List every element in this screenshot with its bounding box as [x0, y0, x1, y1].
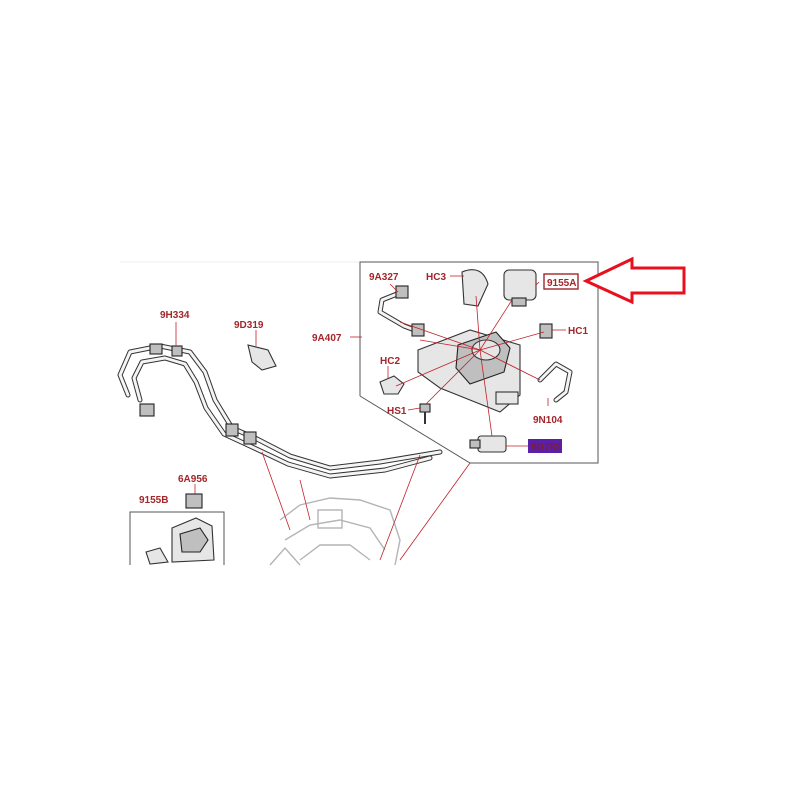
highlight-9g782	[528, 439, 562, 453]
label-9a407: 9A407	[312, 333, 342, 344]
label-9d319: 9D319	[234, 320, 264, 331]
pipe-clip	[171, 345, 183, 357]
bracket-9d319	[247, 344, 277, 371]
pipe-clip	[243, 431, 257, 445]
inset-frame	[359, 261, 599, 464]
arrow-left-icon	[582, 256, 686, 305]
vehicle-underbody-sketch	[269, 497, 401, 566]
part-labels: 9H334 9D319 9A407 9A327 HC3 HC2 HS1 HC1 …	[139, 272, 588, 506]
label-9n104: 9N104	[533, 415, 563, 426]
box-9155a	[543, 273, 579, 290]
fuel-pipe-assembly	[117, 343, 443, 479]
label-6a956: 6A956	[178, 474, 208, 485]
label-hs1: HS1	[387, 406, 407, 417]
label-hc2: HC2	[380, 356, 400, 367]
label-9g782: 9G782	[531, 442, 561, 453]
label-hc1: HC1	[568, 326, 588, 337]
inset-frame-9155b	[129, 511, 225, 565]
label-hc3: HC3	[426, 272, 446, 283]
connector-6a956	[185, 493, 203, 509]
leader-lines	[175, 275, 566, 561]
label-9a327: 9A327	[369, 272, 399, 283]
pipe-clip	[149, 343, 163, 355]
label-9155b: 9155B	[139, 495, 168, 506]
label-9h334: 9H334	[160, 310, 190, 321]
pump-assembly-9155b	[145, 493, 215, 565]
label-9155a: 9155A	[547, 278, 576, 289]
pipe-clip	[225, 423, 239, 437]
pipe-connector	[139, 403, 155, 417]
